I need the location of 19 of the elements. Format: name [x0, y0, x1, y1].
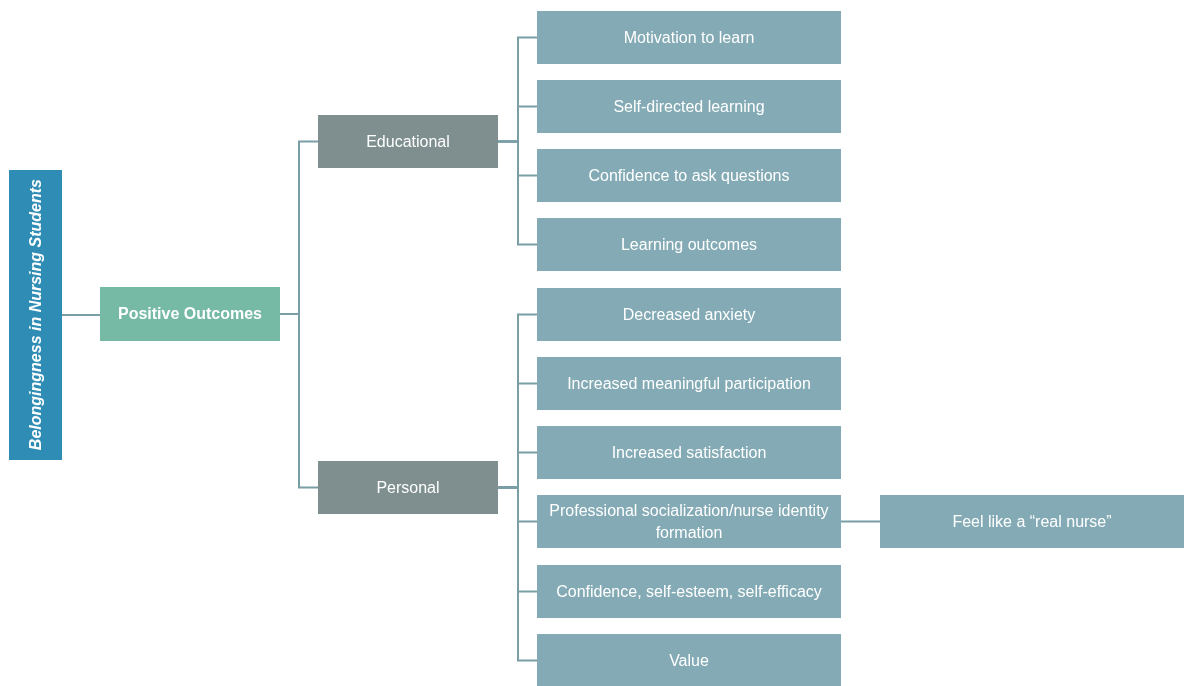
- connector-line: [61, 314, 101, 316]
- connector-line: [497, 140, 538, 246]
- outcome-box: Increased meaningful participation: [537, 357, 841, 410]
- outcome-box: Value: [537, 634, 841, 686]
- outcome-box: Confidence to ask questions: [537, 149, 841, 202]
- outcome-box: Professional socialization/nurse identity formation: [537, 495, 841, 548]
- category-box: Positive Outcomes: [100, 287, 280, 341]
- outcome-box: Motivation to learn: [537, 11, 841, 64]
- outcome-box: Decreased anxiety: [537, 288, 841, 341]
- branch-box: Educational: [318, 115, 498, 168]
- connector-line: [279, 313, 319, 489]
- outcome-box: Feel like a “real nurse”: [880, 495, 1184, 548]
- outcome-box: Self-directed learning: [537, 80, 841, 133]
- root-box: Belongingness in Nursing Students: [9, 170, 62, 460]
- connector-line: [840, 520, 881, 523]
- branch-box: Personal: [318, 461, 498, 514]
- outcome-box: Learning outcomes: [537, 218, 841, 271]
- outcome-box: Confidence, self-esteem, self-efficacy: [537, 565, 841, 618]
- outcome-box: Increased satisfaction: [537, 426, 841, 479]
